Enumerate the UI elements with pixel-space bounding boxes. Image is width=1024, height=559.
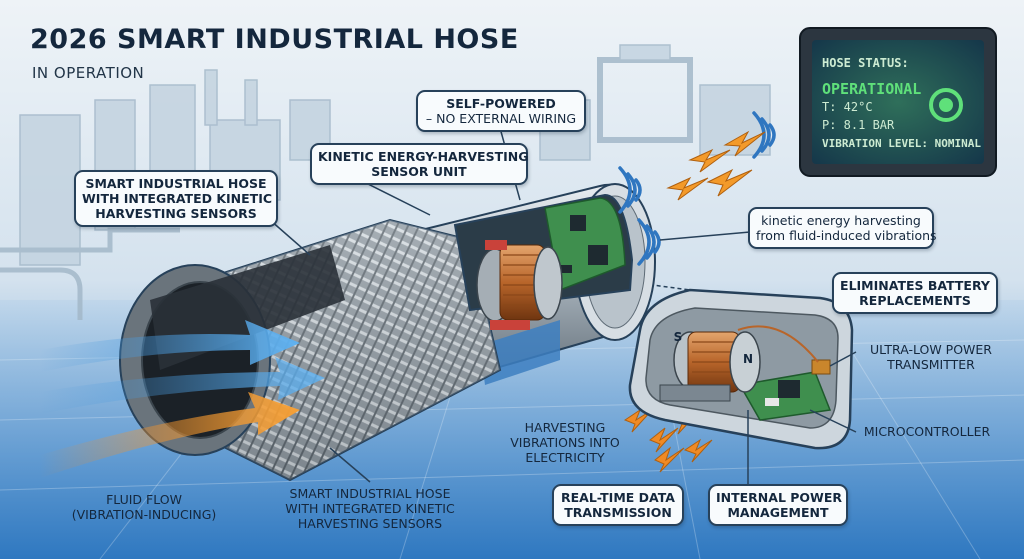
magnet-n-label: N [742, 352, 754, 366]
label-microcontroller-line1: MICROCONTROLLER [863, 424, 991, 439]
pcb-chip-1 [570, 215, 586, 231]
label-harvesting-line3: ELECTRICITY [525, 450, 605, 465]
fluid-flow-arrows [40, 320, 325, 478]
label-microcontroller: MICROCONTROLLER [852, 424, 1002, 439]
flow-arrow-blue-1 [40, 320, 300, 372]
status-ring-icon [929, 88, 963, 122]
callout-realtime-line1: REAL-TIME DATA [561, 490, 675, 505]
callout-eliminates-battery-line2: REPLACEMENTS [859, 293, 971, 308]
wireless-signals [618, 111, 776, 266]
callout-smart-hose-line3: HARVESTING SENSORS [95, 206, 257, 221]
label-harvesting-line2: VIBRATIONS INTO [510, 435, 620, 450]
callout-smart-hose-line1: SMART INDUSTRIAL HOSE [85, 176, 267, 191]
page-title: 2026 SMART INDUSTRIAL HOSE [30, 24, 519, 55]
label-smart-hose-bottom: SMART INDUSTRIAL HOSE WITH INTEGRATED KI… [270, 486, 470, 531]
callout-kinetic-unit-line1: KINETIC ENERGY-HARVESTING [318, 149, 529, 164]
bolt-icon-4 [706, 168, 753, 197]
bolt-icon-9 [683, 438, 713, 463]
label-smart-hose-bottom-line2: WITH INTEGRATED KINETIC [285, 501, 455, 516]
module-chip [778, 380, 800, 398]
callout-kinetic-unit: KINETIC ENERGY-HARVESTING SENSOR UNIT [310, 143, 528, 185]
label-fluid-flow: FLUID FLOW (VIBRATION-INDUCING) [54, 492, 234, 522]
flow-arrow-orange [40, 392, 300, 478]
flow-arrow-blue-2 [40, 357, 325, 414]
tablet-heading: HOSE STATUS: [822, 56, 909, 70]
label-harvesting: HARVESTING VIBRATIONS INTO ELECTRICITY [500, 420, 630, 465]
tablet-vibration: VIBRATION LEVEL: NOMINAL [822, 137, 981, 150]
callout-smart-hose-line2: WITH INTEGRATED KINETIC [82, 191, 273, 206]
callout-kinetic-harvesting-line2: from fluid-induced vibrations [756, 228, 937, 243]
tablet-pressure: P: 8.1 BAR [822, 118, 895, 132]
label-smart-hose-bottom-line1: SMART INDUSTRIAL HOSE [289, 486, 451, 501]
label-fluid-flow-line2: (VIBRATION-INDUCING) [71, 507, 217, 522]
leader-lines [269, 127, 857, 484]
callout-power-management-line2: MANAGEMENT [727, 505, 829, 520]
bolt-icon-3 [666, 176, 709, 201]
callout-eliminates-battery: ELIMINATES BATTERY REPLACEMENTS [832, 272, 998, 314]
label-harvesting-line1: HARVESTING [524, 420, 606, 435]
label-transmitter-line2: TRANSMITTER [887, 357, 975, 372]
bolt-icon-6 [649, 427, 679, 453]
status-tablet [799, 27, 997, 177]
transmitter-chip [811, 359, 831, 375]
label-fluid-flow-line1: FLUID FLOW [106, 492, 182, 507]
status-dot-icon [939, 98, 953, 112]
callout-realtime-transmission: REAL-TIME DATA TRANSMISSION [552, 484, 684, 526]
callout-realtime-line2: TRANSMISSION [564, 505, 672, 520]
signal-icon-1 [618, 166, 642, 214]
tablet-status: OPERATIONAL [822, 80, 922, 98]
callout-kinetic-harvesting-line1: kinetic energy harvesting [761, 213, 921, 228]
hose [119, 183, 656, 482]
callout-self-powered-line2: – NO EXTERNAL WIRING [425, 111, 577, 126]
magnet-s-label: S [673, 330, 683, 344]
page-subtitle: IN OPERATION [32, 64, 145, 82]
callout-eliminates-battery-line1: ELIMINATES BATTERY [840, 278, 990, 293]
callout-power-management: INTERNAL POWER MANAGEMENT [708, 484, 848, 526]
energy-bolts [666, 130, 766, 201]
callout-kinetic-harvesting: kinetic energy harvesting from fluid-ind… [748, 207, 937, 249]
signal-icon-3 [752, 111, 776, 159]
bolt-icon-2 [723, 130, 766, 157]
pcb-chip-2 [588, 245, 608, 265]
sensor-module [628, 288, 854, 450]
tablet-screen [812, 40, 984, 164]
label-transmitter-line1: ULTRA-LOW POWER [869, 342, 992, 357]
callout-power-management-line1: INTERNAL POWER [716, 490, 842, 505]
bolt-icon-1 [688, 148, 731, 173]
callout-self-powered-line1: SELF-POWERED [446, 96, 556, 111]
signal-icon-2 [637, 218, 661, 266]
tablet-temperature: T: 42°C [822, 100, 873, 114]
callout-smart-hose: SMART INDUSTRIAL HOSE WITH INTEGRATED KI… [74, 170, 278, 227]
label-transmitter: ULTRA-LOW POWER TRANSMITTER [856, 342, 1006, 372]
callout-kinetic-unit-line2: SENSOR UNIT [371, 164, 467, 179]
callout-self-powered: SELF-POWERED – NO EXTERNAL WIRING [416, 90, 586, 132]
label-smart-hose-bottom-line3: HARVESTING SENSORS [297, 516, 443, 531]
bolt-icon-8 [654, 446, 685, 473]
